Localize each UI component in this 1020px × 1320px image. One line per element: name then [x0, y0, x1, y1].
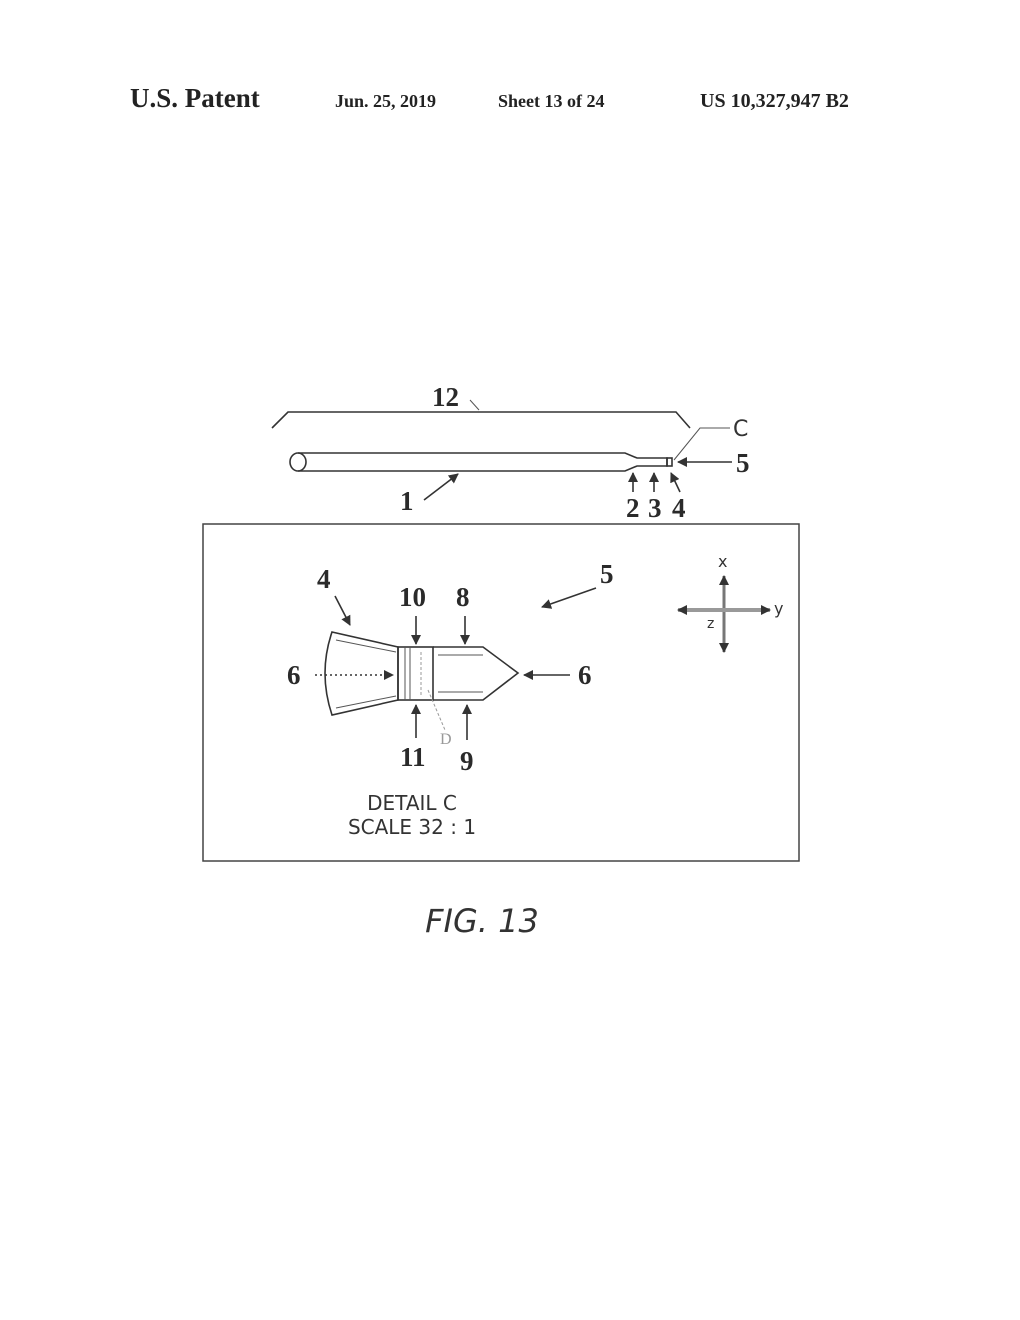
label-12: 12	[432, 382, 459, 412]
label-D: D	[440, 731, 452, 748]
label-4: 4	[672, 493, 686, 523]
label-C: C	[733, 417, 748, 442]
label-9: 9	[460, 746, 474, 776]
header-sheet: Sheet 13 of 24	[498, 91, 605, 111]
tube-body	[298, 452, 668, 472]
overview-drawing: 12 C 5 2 3 4 1	[271, 382, 750, 523]
axis-z-label: z	[707, 616, 714, 632]
label-6-right: 6	[578, 660, 592, 690]
detail-drawing: D 4 10 8 5 6 6 11 9 x y z DETAIL C SCALE…	[287, 552, 783, 839]
header-date: Jun. 25, 2019	[335, 91, 436, 111]
body-tip	[433, 646, 520, 701]
detail-title: DETAIL C	[367, 791, 457, 815]
detail-frame	[202, 523, 800, 862]
ring-10-11	[397, 646, 434, 701]
label-5: 5	[736, 448, 750, 478]
label-5-detail: 5	[600, 559, 614, 589]
detail-leader	[673, 427, 730, 461]
label-8: 8	[456, 582, 470, 612]
header-title: U.S. Patent	[130, 83, 260, 113]
tube-end	[289, 452, 307, 472]
label-2: 2	[626, 493, 640, 523]
label-11: 11	[400, 742, 426, 772]
axis-y-label: y	[774, 599, 783, 618]
label-4-detail: 4	[317, 564, 331, 594]
label-1: 1	[400, 486, 414, 516]
label-3: 3	[648, 493, 662, 523]
axis-x-label: x	[718, 552, 727, 571]
bracket-12	[271, 411, 691, 429]
label-10: 10	[399, 582, 426, 612]
label-6-left: 6	[287, 660, 301, 690]
funnel-4	[324, 631, 399, 716]
figure-caption: FIG. 13	[425, 902, 539, 940]
axis-triad: x y z	[677, 552, 783, 653]
detail-scale: SCALE 32 : 1	[348, 815, 476, 839]
header-patent-number: US 10,327,947 B2	[700, 90, 849, 112]
